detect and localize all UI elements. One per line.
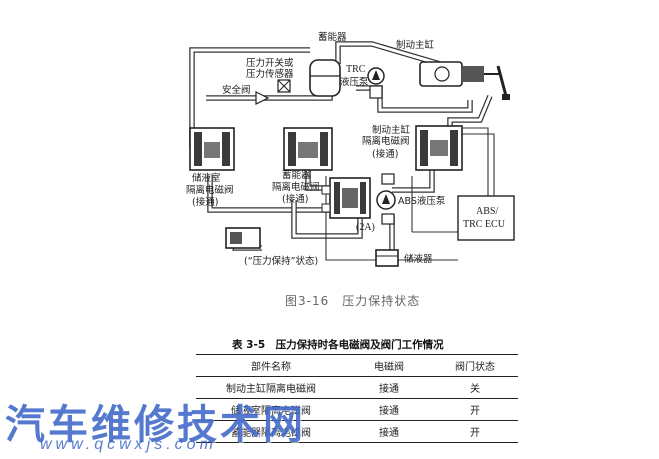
master-cylinder — [419, 61, 510, 100]
accumulator-isolation-valve — [283, 127, 333, 171]
reservoir — [375, 249, 399, 267]
pipe-network — [189, 41, 493, 252]
cell-solenoid: 接通 — [379, 384, 399, 395]
label-2a: (2A) — [356, 222, 375, 233]
label-master-cylinder: 制动主缸 — [396, 39, 435, 51]
reservoir-isolation-valve — [189, 127, 235, 171]
figure-caption: 图3-16 压力保持状态 — [285, 294, 421, 308]
cell-component: 制动主缸隔离电磁阀 — [226, 384, 316, 395]
label-abs-pump: ABS液压泵 — [398, 195, 446, 207]
abs-pump — [376, 173, 396, 225]
cell-solenoid: 接通 — [379, 406, 399, 417]
label-accum-valve-3: (接通) — [282, 193, 308, 205]
label-ecu-2: TRC ECU — [463, 219, 506, 230]
watermark-url: www.qcwxjs.com — [40, 436, 217, 453]
label-reservoir-valve-2: 隔离电磁阀 — [186, 184, 234, 196]
table-row: 储液室隔离电磁阀 接通 开 — [196, 399, 518, 421]
trc-pump — [367, 67, 385, 99]
label-reservoir-valve-3: (接通) — [192, 196, 218, 208]
abs-trc-ecu — [457, 195, 515, 241]
label-trc-pump-1: TRC — [346, 64, 366, 75]
header-solenoid: 电磁阀 — [374, 362, 404, 373]
header-valve-state: 阀门状态 — [455, 362, 495, 373]
label-trc-pump-2: 液压泵 — [340, 76, 369, 88]
wheel-cylinder — [225, 227, 261, 249]
pressure-switch — [277, 79, 291, 93]
accumulator — [309, 59, 341, 97]
watermark-text: 汽车维修技术网 — [5, 402, 306, 448]
cell-solenoid: 接通 — [379, 428, 399, 439]
label-accumulator: 蓄能器 — [318, 31, 347, 43]
label-reservoir: 储液器 — [404, 253, 433, 265]
table-row: 制动主缸隔离电磁阀 接通 关 — [196, 377, 518, 399]
cell-valve-state: 关 — [470, 384, 480, 395]
table-row: 蓄能器隔离电磁阀 接通 开 — [196, 421, 518, 443]
valve-status-table: 部件名称 电磁阀 阀门状态 制动主缸隔离电磁阀 接通 关 储液室隔离电磁阀 接通… — [196, 354, 518, 443]
label-ecu-1: ABS/ — [476, 206, 498, 217]
table-title: 表 3-5 压力保持时各电磁阀及阀门工作情况 — [232, 339, 444, 351]
label-mc-valve-3: (接通) — [372, 148, 398, 160]
table-header-row: 部件名称 电磁阀 阀门状态 — [196, 354, 518, 377]
master-cylinder-isolation-valve — [415, 125, 463, 171]
label-mc-valve-2: 隔离电磁阀 — [362, 135, 410, 147]
cell-component: 储液室隔离电磁阀 — [231, 406, 311, 417]
cell-valve-state: 开 — [470, 406, 480, 417]
label-pressure-switch-1: 压力开关或 — [246, 57, 294, 69]
abs-2a-valve — [321, 177, 371, 219]
label-hold-state: (“压力保持”状态) — [244, 255, 318, 267]
label-accum-valve-1: 蓄能器 — [282, 169, 311, 181]
label-reservoir-valve-1: 储液室 — [192, 172, 221, 184]
label-relief-valve: 安全阀 — [222, 84, 251, 96]
relief-valve — [255, 91, 270, 105]
cell-valve-state: 开 — [470, 428, 480, 439]
header-component: 部件名称 — [251, 362, 291, 373]
cell-component: 蓄能器隔离电磁阀 — [231, 428, 311, 439]
hydraulic-diagram: 蓄能器 制动主缸 压力开关或 压力传感器 TRC 液压泵 安全阀 制动主缸 隔离… — [186, 31, 515, 267]
label-pressure-switch-2: 压力传感器 — [246, 68, 294, 80]
label-accum-valve-2: 隔离电磁阀 — [272, 181, 320, 193]
label-mc-valve-1: 制动主缸 — [372, 124, 411, 136]
